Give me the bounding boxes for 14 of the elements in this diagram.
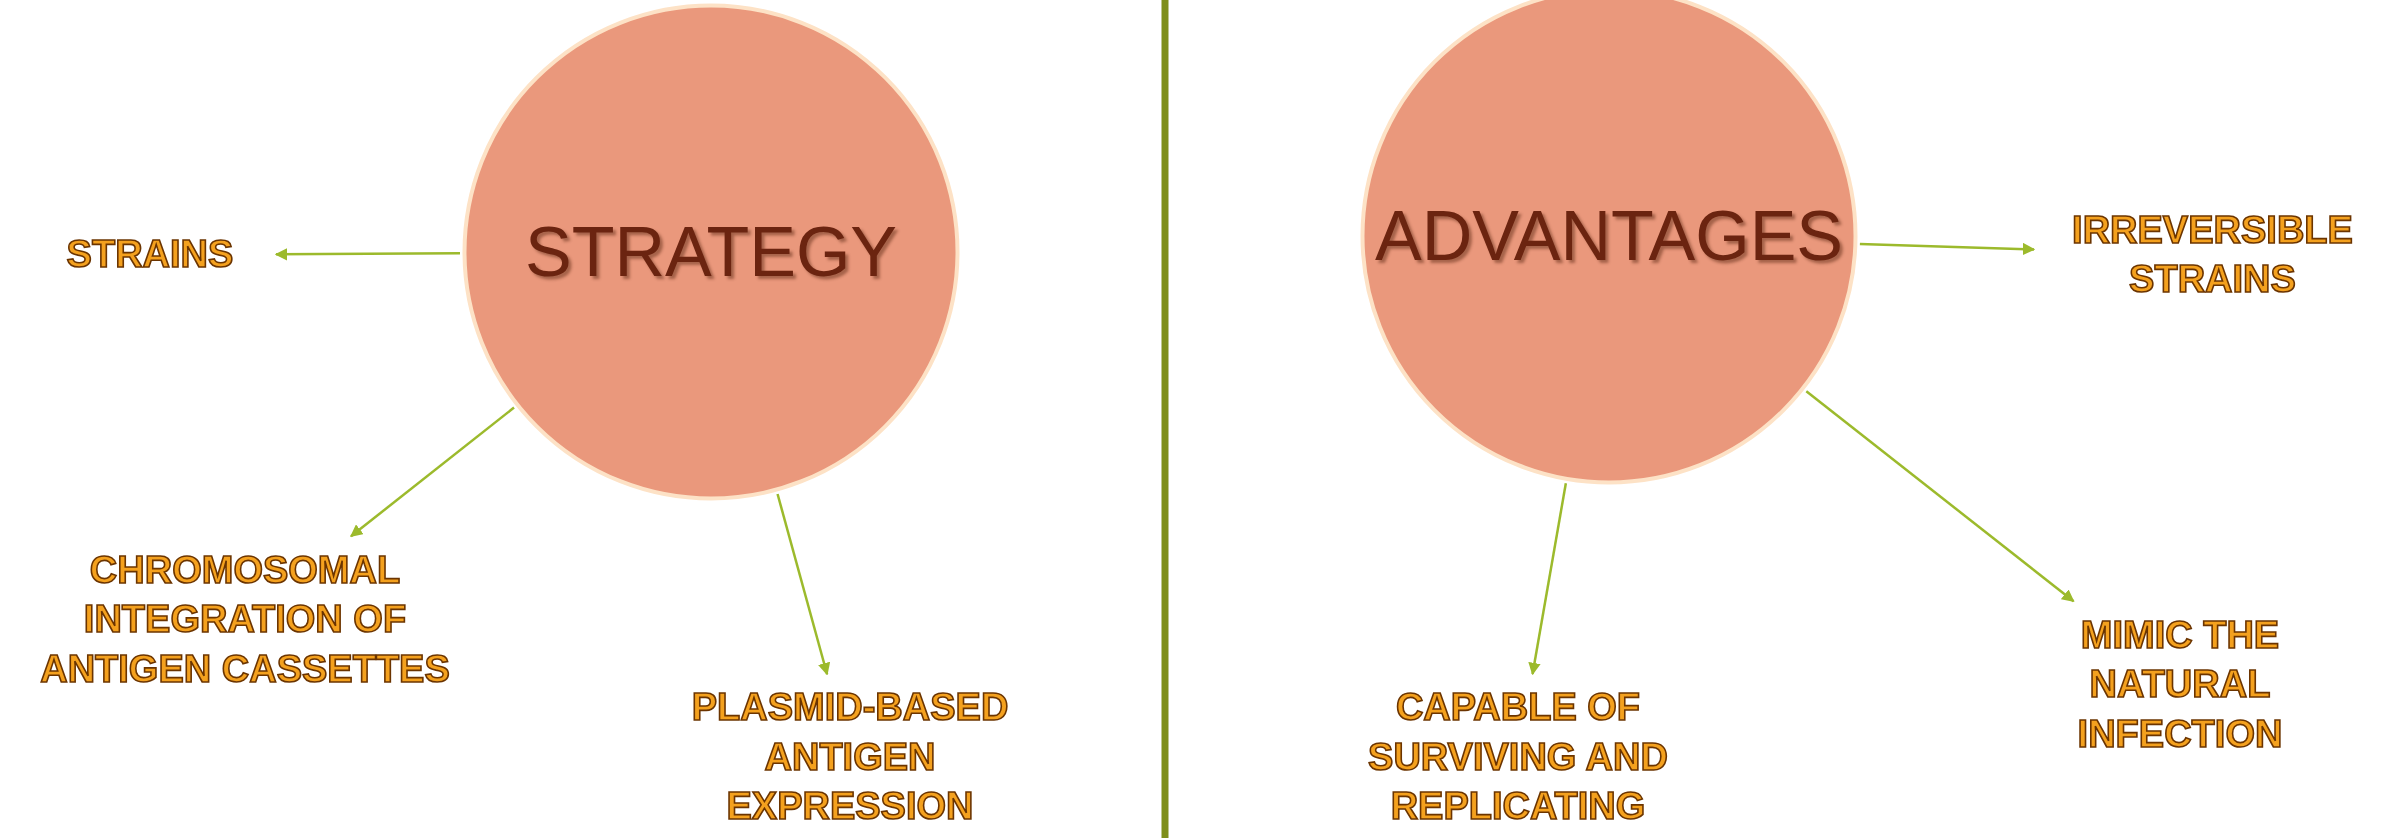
arrow [1805,390,2075,603]
arrow [776,493,831,676]
circle-label: ADVANTAGES [1374,196,1844,276]
branch-label: CAPABLE OF SURVIVING AND REPLICATING [1367,685,1669,830]
arrow [274,248,460,261]
circle-label: STRATEGY [524,212,898,292]
arrow [350,406,515,538]
branch-label: MIMIC THE NATURAL INFECTION [2076,612,2284,757]
branch-label: STRAINS [66,232,234,278]
branch-label: PLASMID-BASED ANTIGEN EXPRESSION [690,685,1010,830]
branch-label: IRREVERSIBLE STRAINS [2071,207,2354,302]
branch-label: CHROMOSOMAL INTEGRATION OF ANTIGEN CASSETTES [39,547,451,692]
arrow [1859,242,2036,256]
arrow [1528,483,1568,676]
